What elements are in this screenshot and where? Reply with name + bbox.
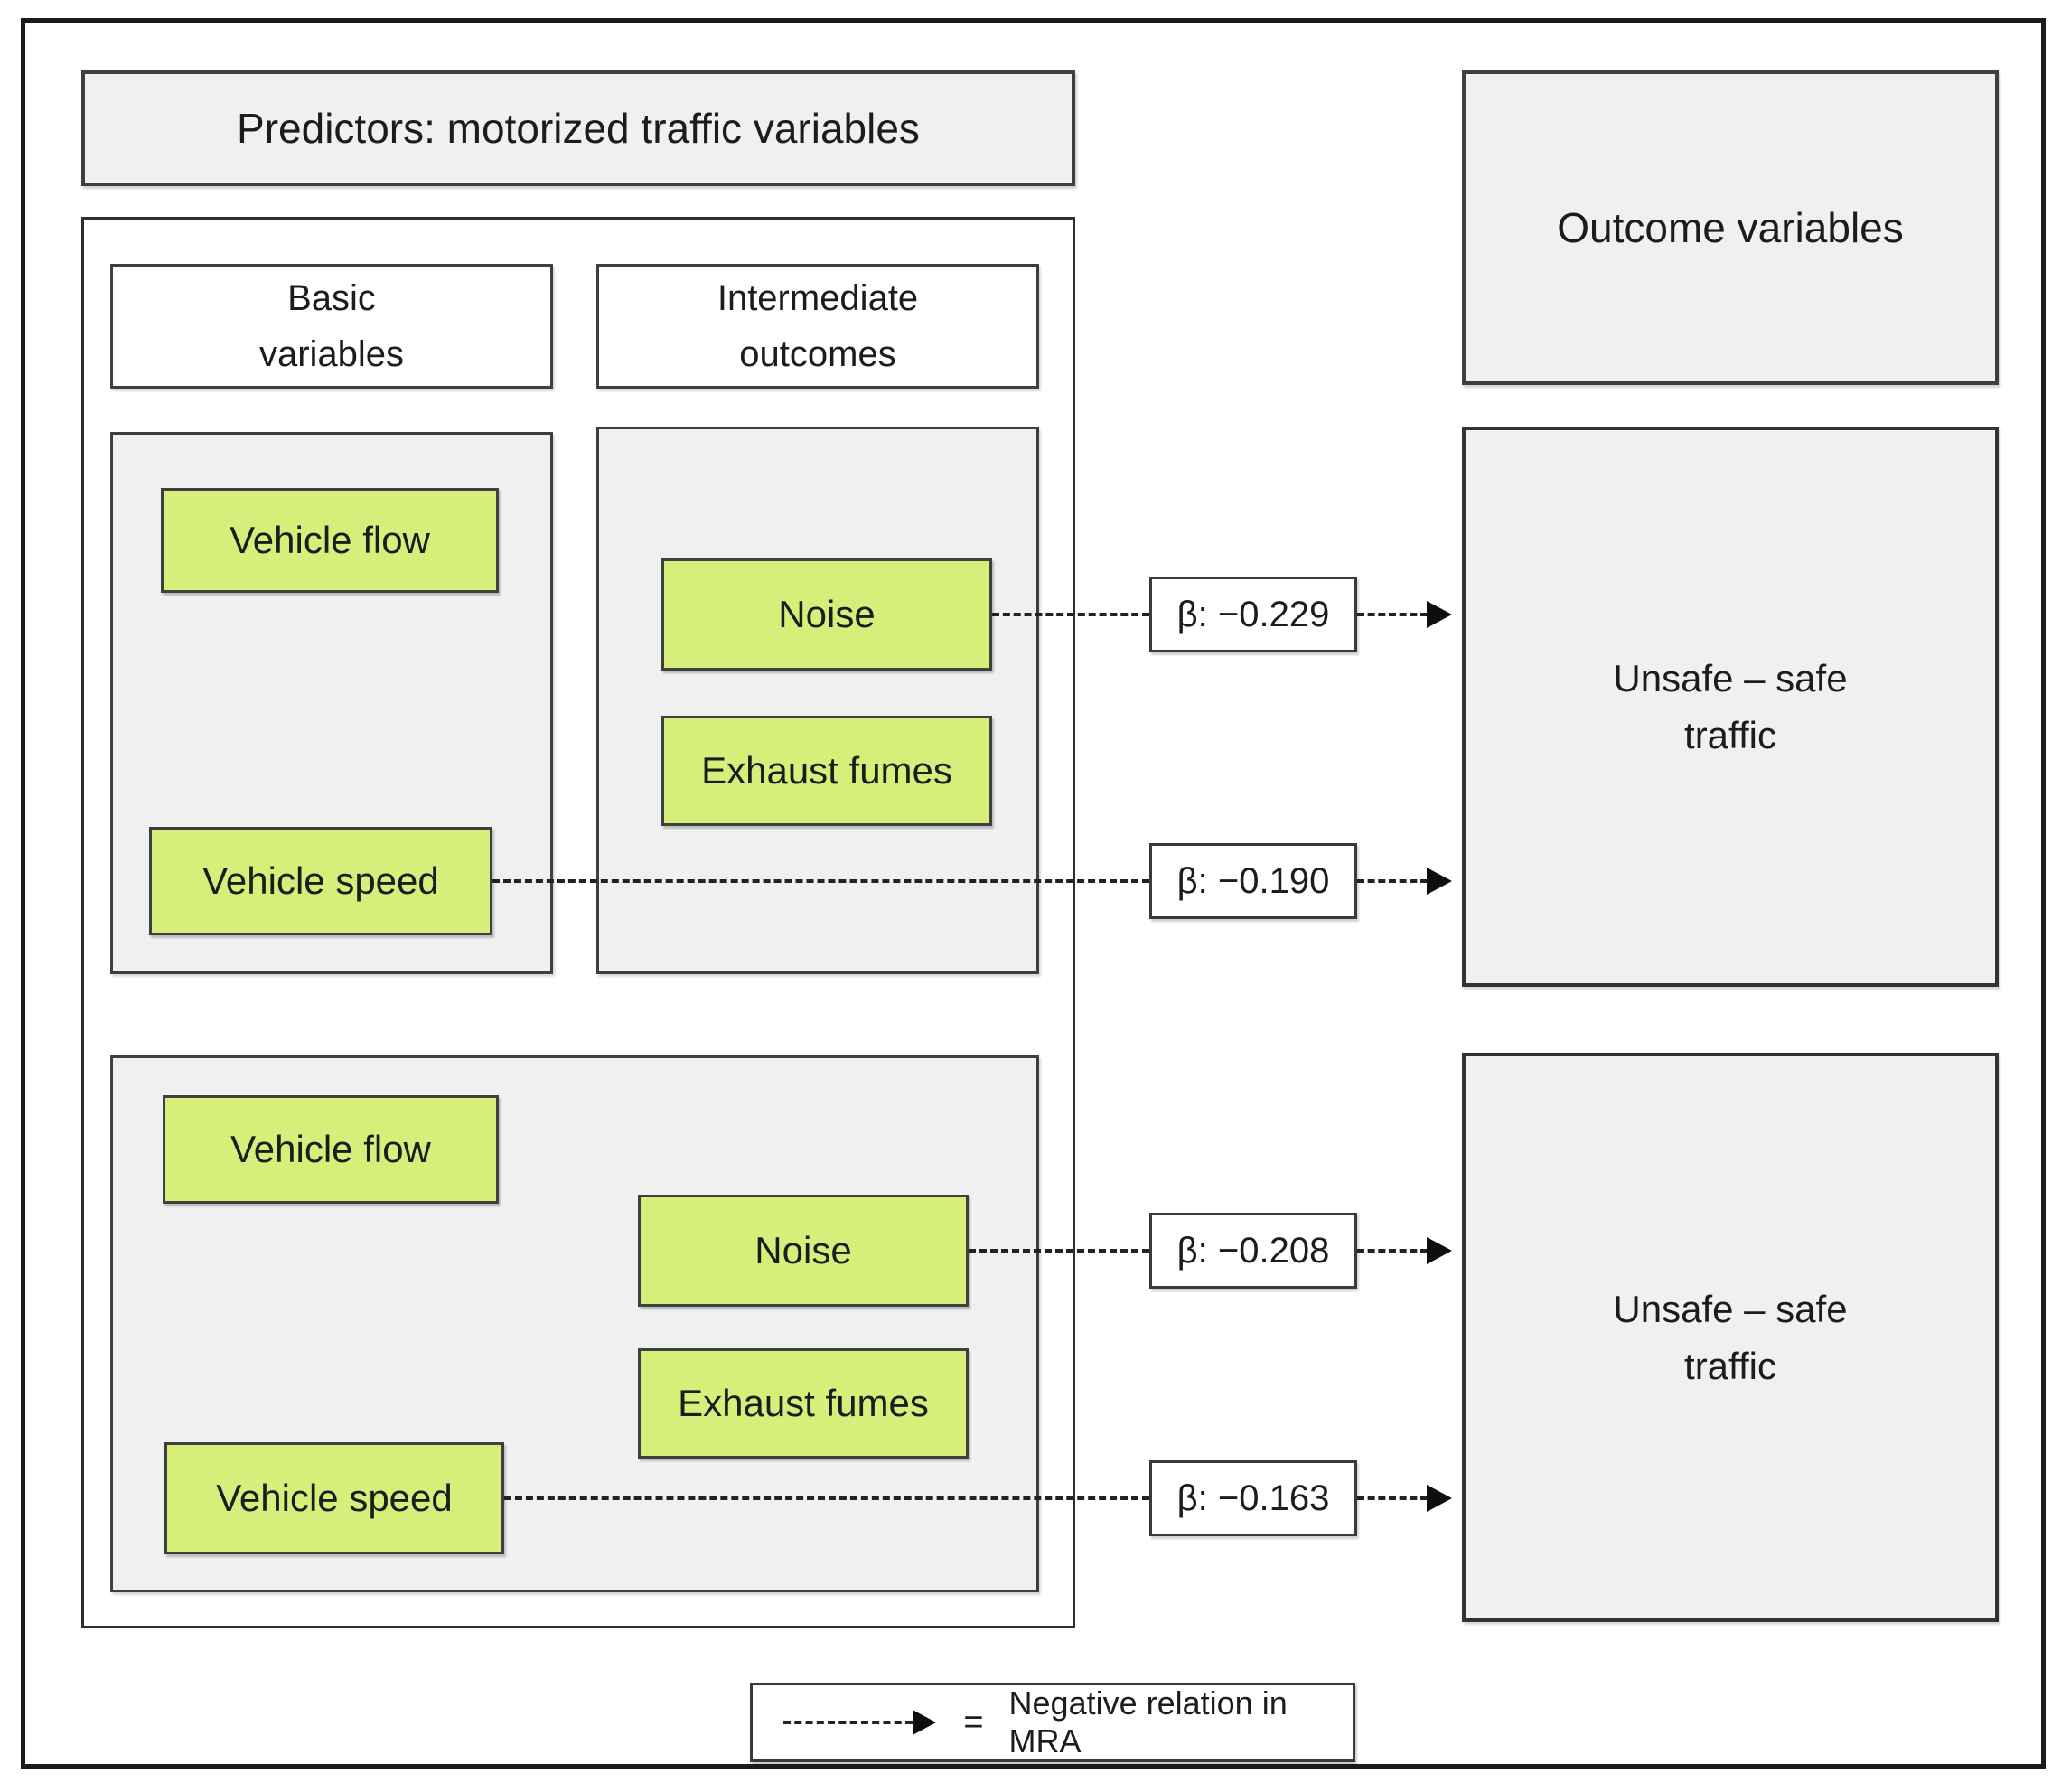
model2-outcome-box: Unsafe – safe traffic <box>1462 1053 1999 1622</box>
model2-beta-noise-label: β: −0.208 <box>1176 1230 1330 1271</box>
basic-variables-label-line1: Basic <box>287 278 376 318</box>
model2-vehicle-speed-label: Vehicle speed <box>216 1477 453 1519</box>
model1-outcome-line2: traffic <box>1684 714 1776 756</box>
model1-outcome-line1: Unsafe – safe <box>1613 657 1848 699</box>
outcome-header-box: Outcome variables <box>1462 70 1999 385</box>
model1-vehicle-flow-box: Vehicle flow <box>161 488 499 593</box>
model2-exhaust-fumes-label: Exhaust fumes <box>678 1382 929 1424</box>
model2-exhaust-fumes-box: Exhaust fumes <box>638 1348 969 1459</box>
dashed-line-model2-beta-speed-to-outcome <box>1357 1496 1428 1500</box>
model2-vehicle-flow-box: Vehicle flow <box>163 1095 499 1204</box>
legend-dashed-line <box>783 1721 913 1724</box>
outcome-header-label: Outcome variables <box>1557 204 1904 251</box>
basic-variables-label-line2: variables <box>258 334 405 374</box>
model1-intermediate-group <box>596 427 1039 974</box>
dashed-line-model1-noise-to-beta <box>992 613 1149 616</box>
arrowhead-model1-noise-icon <box>1427 601 1452 628</box>
model1-beta-speed-label: β: −0.190 <box>1176 860 1330 901</box>
intermediate-outcomes-label-line1: Intermediate <box>717 278 919 318</box>
model2-beta-speed-label: β: −0.163 <box>1176 1478 1330 1518</box>
model2-vehicle-speed-box: Vehicle speed <box>164 1442 504 1554</box>
model2-beta-speed-box: β: −0.163 <box>1149 1460 1357 1536</box>
model1-vehicle-speed-box: Vehicle speed <box>149 827 492 935</box>
model2-outcome-line2: traffic <box>1684 1345 1776 1387</box>
dashed-line-model2-beta-noise-to-outcome <box>1357 1249 1428 1253</box>
model1-exhaust-fumes-box: Exhaust fumes <box>661 716 992 826</box>
arrowhead-model1-speed-icon <box>1427 868 1452 895</box>
dashed-line-model1-beta-speed-to-outcome <box>1357 879 1428 883</box>
model2-outcome-line1: Unsafe – safe <box>1613 1288 1848 1330</box>
legend-equals: = <box>963 1703 984 1741</box>
legend-label: Negative relation in MRA <box>1008 1684 1288 1759</box>
legend-box: = Negative relation in MRA <box>750 1683 1355 1762</box>
model1-beta-speed-box: β: −0.190 <box>1149 843 1357 919</box>
arrowhead-model2-speed-icon <box>1427 1485 1452 1512</box>
model1-exhaust-fumes-label: Exhaust fumes <box>701 749 952 792</box>
model1-vehicle-flow-label: Vehicle flow <box>230 519 430 561</box>
arrowhead-model2-noise-icon <box>1427 1237 1452 1264</box>
intermediate-outcomes-label-line2: outcomes <box>739 334 896 374</box>
legend-arrowhead-icon <box>913 1710 937 1735</box>
model2-beta-noise-box: β: −0.208 <box>1149 1213 1357 1289</box>
dashed-line-model1-speed-to-beta <box>492 879 1149 883</box>
model2-vehicle-flow-label: Vehicle flow <box>230 1128 431 1170</box>
model1-noise-box: Noise <box>661 558 992 671</box>
intermediate-outcomes-label-box: Intermediate outcomes <box>596 264 1039 389</box>
dashed-line-model2-noise-to-beta <box>969 1249 1149 1253</box>
dashed-line-model2-speed-to-beta <box>504 1496 1149 1500</box>
model1-beta-noise-label: β: −0.229 <box>1176 594 1330 634</box>
model2-noise-box: Noise <box>638 1195 969 1307</box>
dashed-line-model1-beta-noise-to-outcome <box>1357 613 1428 616</box>
model1-outcome-box: Unsafe – safe traffic <box>1462 427 1999 987</box>
model1-noise-label: Noise <box>778 593 876 635</box>
basic-variables-label-box: Basic variables <box>110 264 553 389</box>
model1-beta-noise-box: β: −0.229 <box>1149 577 1357 652</box>
model1-vehicle-speed-label: Vehicle speed <box>202 859 439 902</box>
predictors-header-label: Predictors: motorized traffic variables <box>237 105 920 152</box>
predictors-header-box: Predictors: motorized traffic variables <box>81 70 1075 186</box>
model2-noise-label: Noise <box>754 1229 852 1271</box>
